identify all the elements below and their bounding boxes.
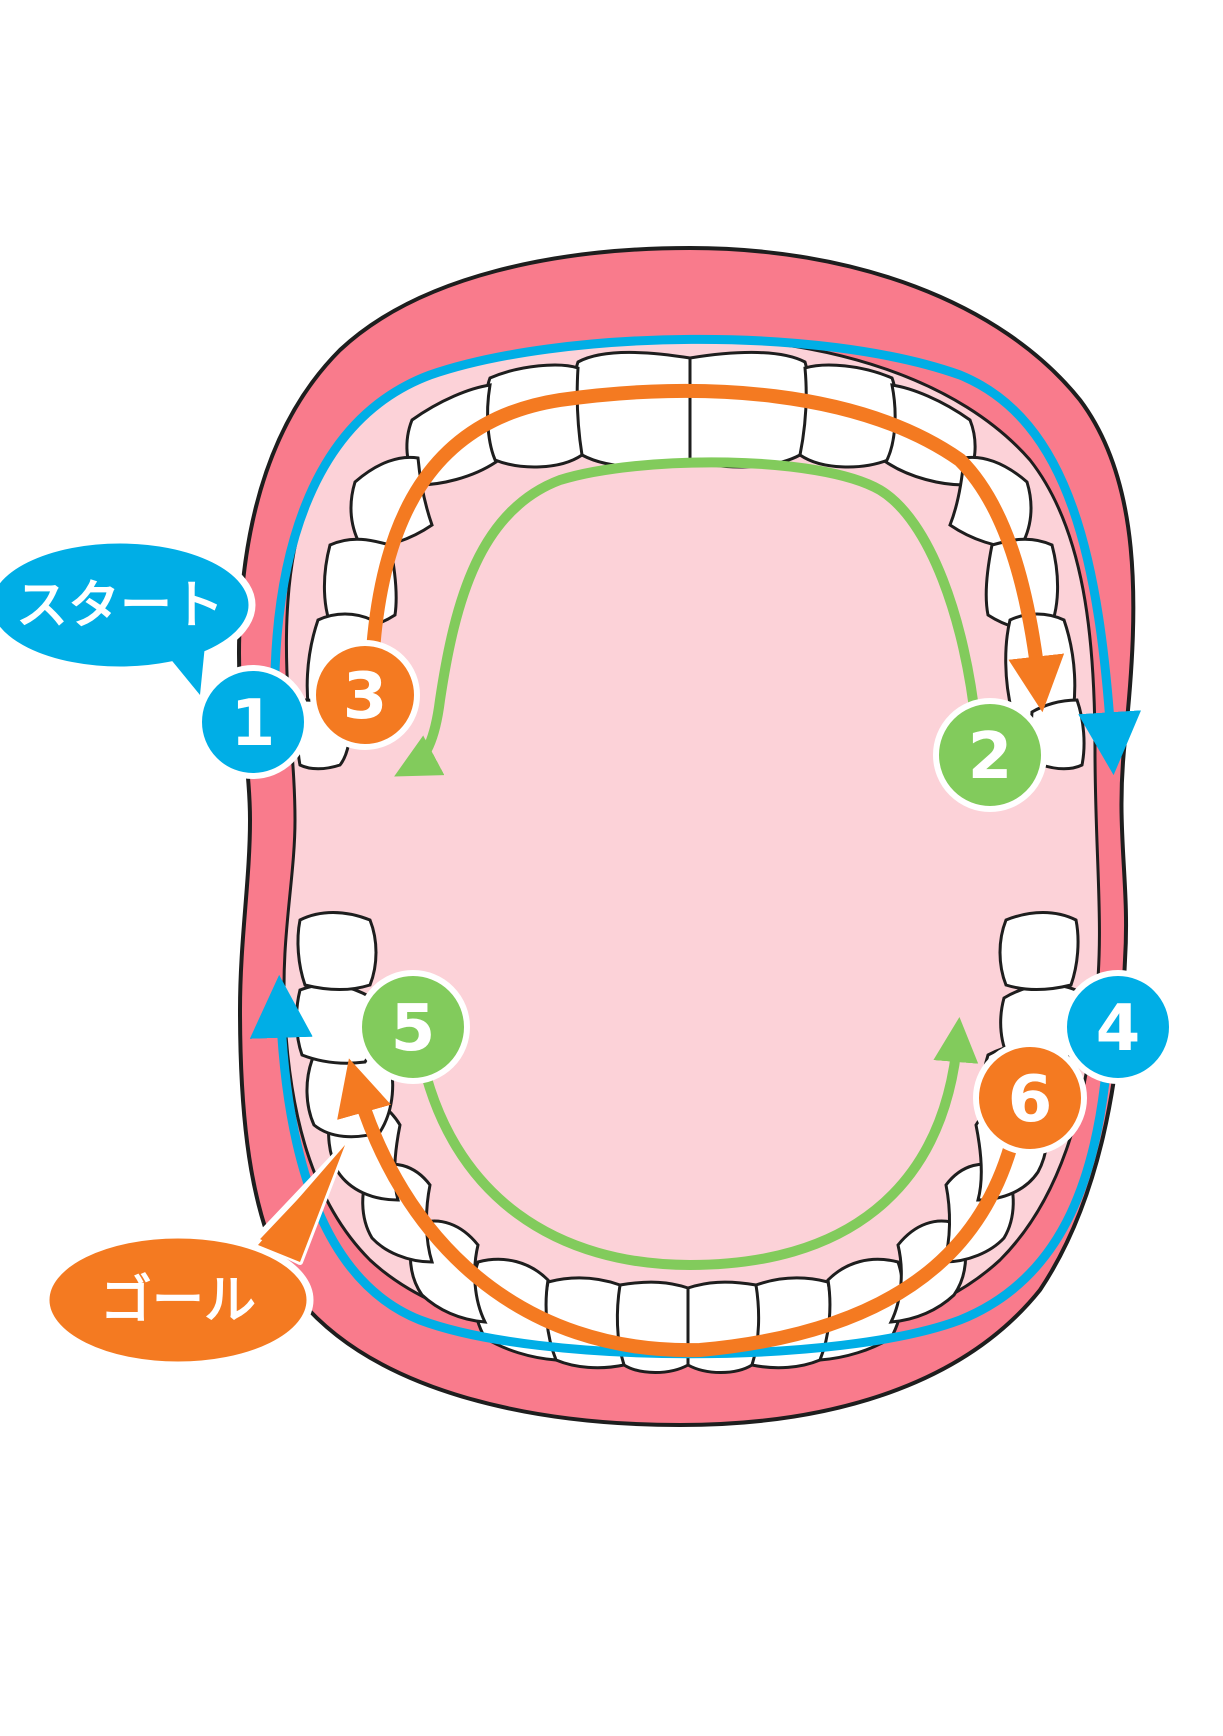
start-bubble: スタート (0, 536, 256, 698)
step-number: 1 (231, 687, 276, 761)
goal-bubble: ゴール (42, 1142, 348, 1369)
step-badge-2: 2 (933, 698, 1047, 812)
step-number: 5 (391, 992, 436, 1066)
step-number: 3 (343, 660, 388, 734)
route-arrows (249, 334, 1142, 1359)
step-number: 6 (1008, 1063, 1053, 1137)
step-badge-4: 4 (1061, 970, 1175, 1084)
goal-label: ゴール (100, 1271, 256, 1331)
green-route-lower (415, 1017, 979, 1271)
step-badge-1: 1 (196, 665, 310, 779)
orange-route-upper (365, 383, 1065, 713)
blue-route-upper (270, 334, 1142, 776)
upper-incisors (571, 350, 811, 469)
lower-incisors (615, 1280, 761, 1374)
orange-route-lower (337, 1058, 1027, 1358)
step-number: 4 (1096, 992, 1141, 1066)
start-label: スタート (16, 576, 224, 636)
green-route-upper (394, 457, 981, 777)
step-number: 2 (968, 720, 1013, 794)
step-badge-3: 3 (310, 640, 420, 750)
step-badge-5: 5 (356, 970, 470, 1084)
step-badge-6: 6 (973, 1041, 1087, 1155)
